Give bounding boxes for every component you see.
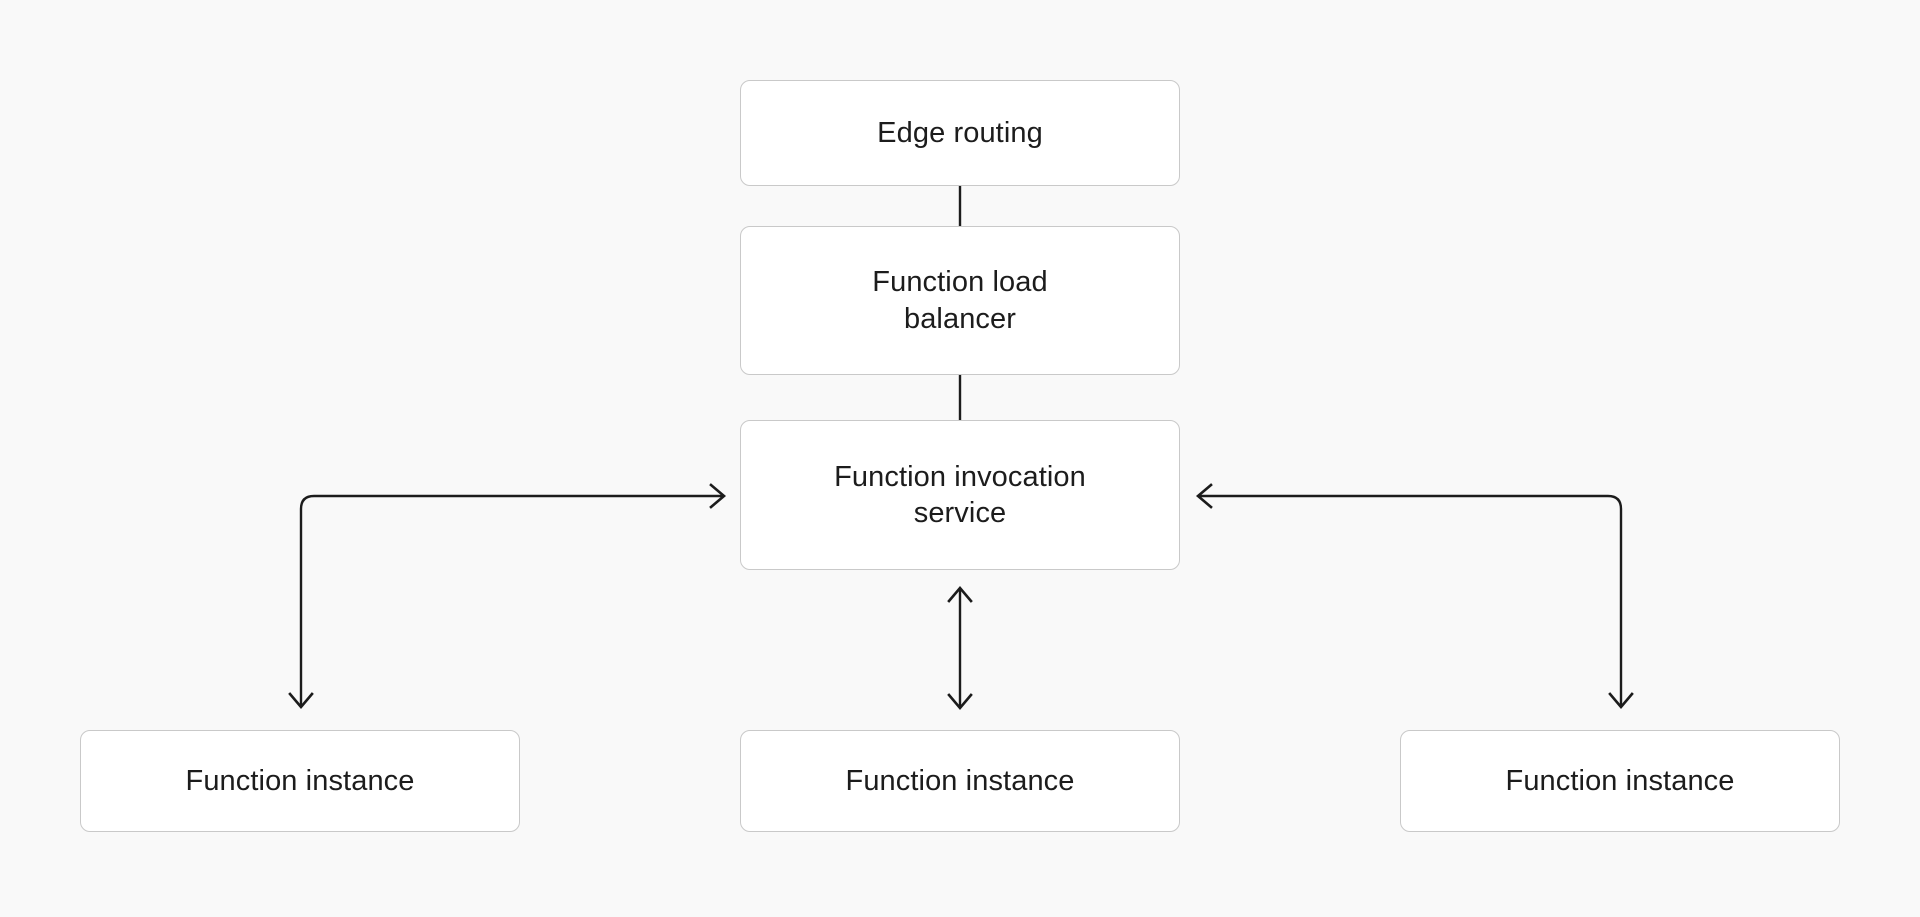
arrowhead-right-into-invocation (709, 483, 727, 509)
node-function-instance-left[interactable]: Function instance (80, 730, 520, 832)
node-function-invocation-service-label: Function invocation service (834, 460, 1086, 529)
arrowhead-left-into-invocation (1195, 483, 1213, 509)
node-function-instance-right-label: Function instance (1505, 764, 1735, 797)
arrowhead-down-into-instance-left (288, 692, 314, 710)
node-function-instance-right[interactable]: Function instance (1400, 730, 1840, 832)
node-function-load-balancer-label: Function load balancer (872, 266, 1048, 335)
invocation-to-instance-right-elbow (1198, 494, 1623, 707)
node-edge-routing[interactable]: Edge routing (740, 80, 1180, 186)
node-edge-routing-label: Edge routing (877, 116, 1043, 149)
arrowhead-down-into-instance-right (1608, 692, 1634, 710)
node-function-load-balancer[interactable]: Function load balancer (740, 226, 1180, 375)
node-function-invocation-service[interactable]: Function invocation service (740, 420, 1180, 570)
node-function-instance-left-label: Function instance (185, 764, 415, 797)
invocation-to-instance-left-elbow (299, 494, 724, 707)
arrowhead-up-into-invocation (947, 585, 973, 603)
node-function-instance-center-label: Function instance (845, 764, 1075, 797)
arrowhead-down-into-instance-center (947, 693, 973, 711)
node-function-instance-center[interactable]: Function instance (740, 730, 1180, 832)
